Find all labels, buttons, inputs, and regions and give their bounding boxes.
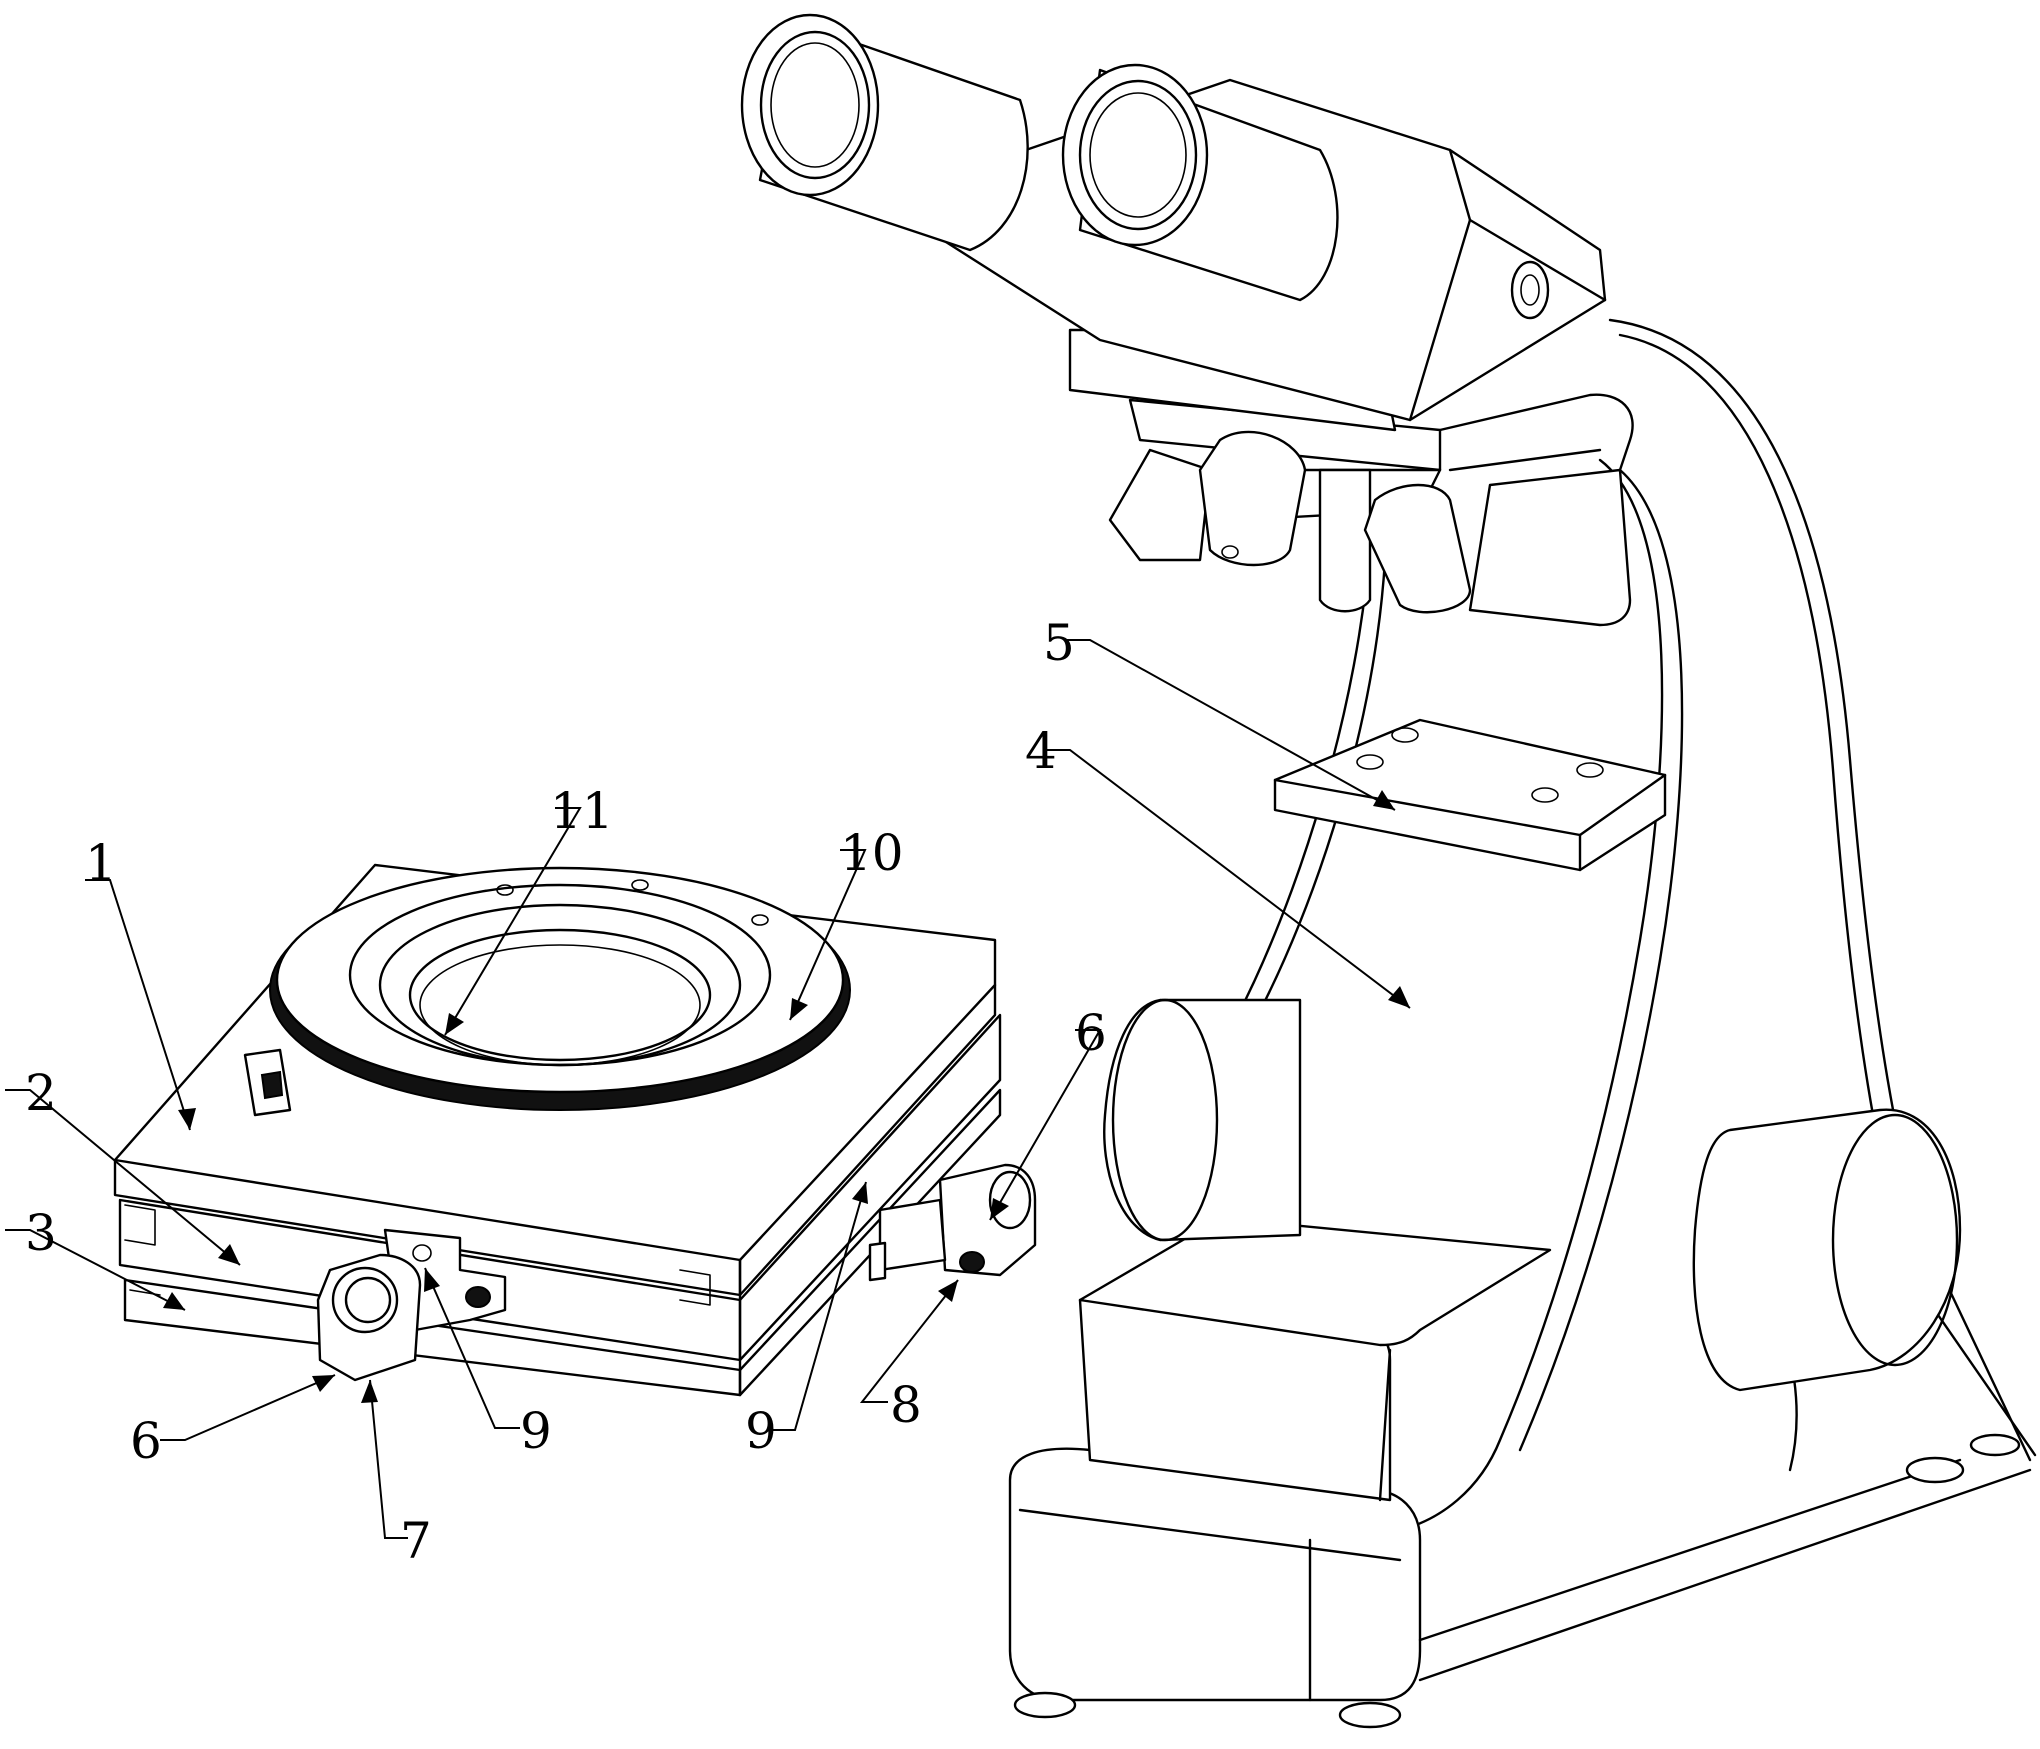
stage-plate: [1275, 720, 1665, 870]
label-8: 8: [862, 1280, 958, 1434]
label-11-text: 11: [550, 782, 614, 840]
label-2-text: 2: [25, 1064, 57, 1122]
label-3-text: 3: [25, 1204, 57, 1262]
rotating-stage-assembly: [115, 865, 1035, 1395]
objective-turret: [1110, 400, 1630, 625]
label-7: 7: [361, 1380, 432, 1570]
label-6-right-text: 6: [1075, 1004, 1107, 1062]
focus-knob-left: [1104, 1000, 1300, 1240]
label-8-text: 8: [890, 1376, 922, 1434]
label-6-left-text: 6: [130, 1412, 162, 1470]
focus-knob-right: [1694, 1110, 1960, 1390]
label-7-text: 7: [400, 1512, 432, 1570]
label-6-left: 6: [130, 1375, 335, 1470]
label-9-left-text: 9: [520, 1402, 552, 1460]
label-5-text: 5: [1043, 614, 1075, 672]
label-10-text: 10: [840, 824, 904, 882]
label-5: 5: [1043, 614, 1395, 810]
eyepiece-head: [742, 15, 1605, 430]
